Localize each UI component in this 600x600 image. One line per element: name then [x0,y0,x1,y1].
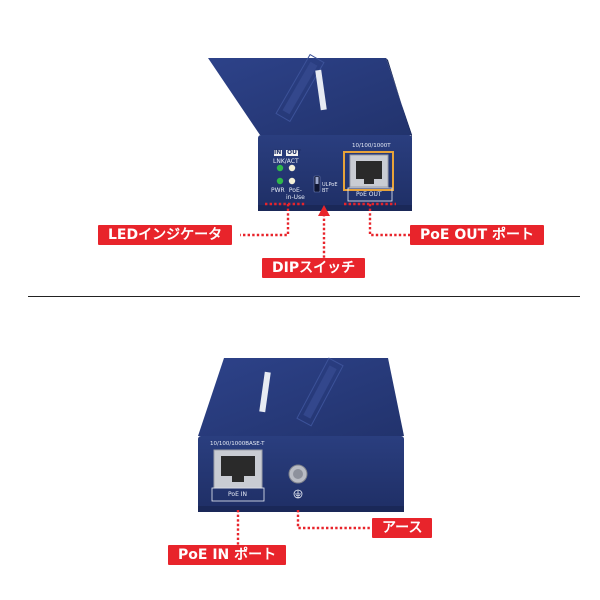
top-model-label [315,69,327,111]
bottom-device-base [198,506,404,512]
port-callout-line [368,204,410,237]
callout-dip-switch: DIPスイッチ [262,258,366,278]
led-pwr [276,177,284,185]
top-device-lid [208,58,412,135]
bottom-device-lid [198,358,404,436]
top-port-label: PoE OUT [356,191,382,198]
bottom-port-label: PoE IN [228,491,248,498]
planet-logo-bottom [296,357,344,427]
bottom-model-label [259,371,271,413]
led-header-in-box [274,150,282,156]
led-header-out: OUT [287,149,302,156]
led-header-out-box [286,150,298,156]
bottom-device [198,357,404,512]
poe-out-highlight [343,151,394,191]
planet-logo [275,53,325,123]
bottom-port-speed: 10/100/1000BASE-T [210,441,265,447]
section-divider [28,296,580,297]
led-label-lnk: LNK/ACT [273,158,299,165]
callout-led-indicator: LEDインジケータ [98,225,233,245]
dip-switch-lever [315,177,319,184]
switch-label: ULPoE BT [322,182,338,194]
top-port-speed: 10/100/1000T [352,143,391,149]
top-leader-lines [240,202,410,258]
earth-callout-line [296,510,372,530]
led-callout-line [240,204,290,237]
poe-in-jack-opening [221,456,255,476]
led-header-in: IN [274,149,282,156]
led-in-lnk [276,164,284,172]
poe-out-jack-opening [356,161,382,179]
ground-icon [293,489,303,499]
poe-out-label-box [347,187,393,202]
poe-out-jack-tab [364,179,374,184]
top-device-base [258,205,412,211]
callout-poe-out-port: PoE OUT ポート [410,225,545,245]
led-label-pwr: PWR [271,187,285,194]
led-poe-in-use [288,177,296,185]
top-device [208,53,412,211]
led-out-lnk [288,164,296,172]
led-label-poe: PoE- in-Use [286,187,305,201]
dip-arrow-head [318,205,330,216]
callout-poe-in-port: PoE IN ポート [168,545,287,565]
poe-in-label-box [211,487,265,502]
callout-earth: アース [372,518,433,538]
earth-screw-head [293,469,303,479]
bottom-leader-lines [236,510,372,548]
poe-in-jack-tab [232,476,244,482]
